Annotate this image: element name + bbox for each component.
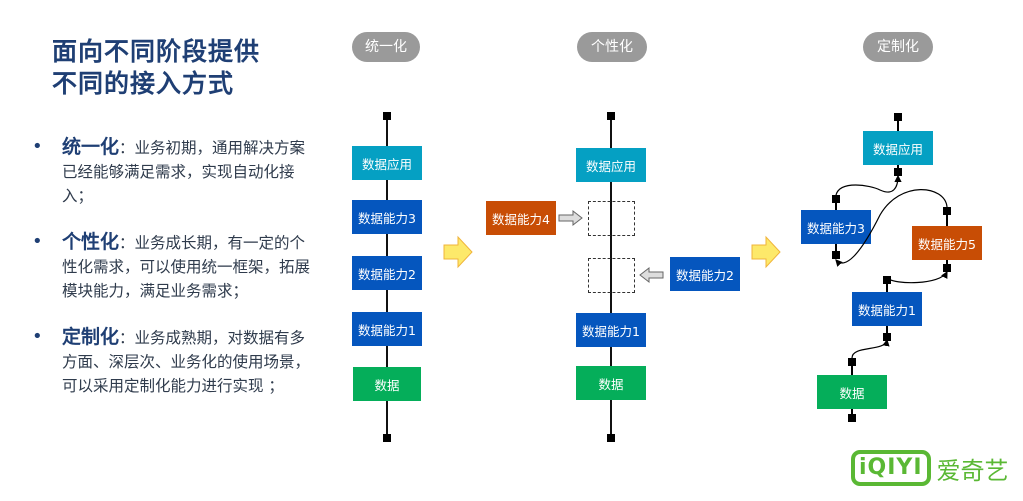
unified-box-cap2: 数据能力2 — [352, 256, 422, 290]
bullet-text: ：业务初期，通用解决方案已经能够满足需求，实现自动化接入； — [62, 139, 306, 205]
bullet-text: ：业务成熟期，对数据有多方面、深层次、业务化的使用场景，可以采用定制化能力进行实… — [62, 329, 311, 395]
personalized-box-app: 数据应用 — [576, 148, 646, 182]
unified-box-app: 数据应用 — [352, 146, 422, 180]
customized-nodes — [832, 113, 951, 422]
customized-box-cap1: 数据能力1 — [852, 292, 922, 326]
unified-bottom-node — [383, 434, 391, 442]
personalized-incoming-right: 数据能力2 — [670, 257, 740, 291]
stage-pill-personalized: 个性化 — [577, 32, 647, 62]
personalized-incoming-left: 数据能力4 — [486, 201, 556, 235]
bullet-dot-icon: • — [32, 136, 43, 157]
bullet-customized: • 定制化：业务成熟期，对数据有多方面、深层次、业务化的使用场景，可以采用定制化… — [30, 325, 320, 398]
personalized-slot-lower — [588, 258, 635, 293]
insert-arrow-right-icon — [558, 209, 583, 227]
insert-arrow-left-icon — [639, 266, 664, 284]
stage-pill-customized: 定制化 — [863, 32, 933, 62]
unified-box-data: 数据 — [353, 367, 421, 401]
personalized-box-data: 数据 — [576, 366, 646, 400]
bullet-dot-icon: • — [32, 326, 43, 347]
bullet-keyword: 定制化 — [62, 326, 120, 348]
bullet-list: • 统一化：业务初期，通用解决方案已经能够满足需求，实现自动化接入； • 个性化… — [30, 135, 320, 420]
page-title: 面向不同阶段提供 不同的接入方式 — [52, 36, 260, 100]
iqiyi-logo: iQIYI 爱奇艺 — [851, 450, 1009, 486]
customized-box-cap5: 数据能力5 — [912, 226, 982, 260]
unified-box-cap1: 数据能力1 — [352, 312, 422, 346]
bullet-keyword: 统一化 — [62, 136, 120, 158]
customized-curves — [835, 174, 948, 359]
bullet-unified: • 统一化：业务初期，通用解决方案已经能够满足需求，实现自动化接入； — [30, 135, 320, 208]
bullet-text: ：业务成长期，有一定的个性化需求，可以使用统一框架，拓展模块能力，满足业务需求； — [62, 234, 311, 300]
personalized-slot-upper — [588, 201, 635, 236]
personalized-axis-line — [610, 116, 612, 438]
title-line-2: 不同的接入方式 — [52, 69, 235, 98]
customized-box-app: 数据应用 — [863, 131, 933, 165]
logo-name: 爱奇艺 — [936, 456, 1009, 485]
customized-box-data: 数据 — [817, 375, 887, 409]
stage-arrow-icon — [751, 235, 781, 269]
customized-box-cap3: 数据能力3 — [801, 210, 871, 244]
stage-pill-unified: 统一化 — [352, 32, 420, 62]
personalized-bottom-node — [607, 434, 615, 442]
logo-mark: iQIYI — [851, 450, 931, 486]
stage-arrow-icon — [443, 235, 473, 269]
customized-stubs — [835, 118, 948, 418]
bullet-keyword: 个性化 — [62, 231, 120, 253]
personalized-box-cap1: 数据能力1 — [576, 313, 646, 347]
unified-top-node — [383, 112, 391, 120]
title-line-1: 面向不同阶段提供 — [52, 37, 261, 66]
bullet-personalized: • 个性化：业务成长期，有一定的个性化需求，可以使用统一框架，拓展模块能力，满足… — [30, 230, 320, 303]
bullet-dot-icon: • — [32, 231, 43, 252]
unified-box-cap3: 数据能力3 — [352, 200, 422, 234]
personalized-top-node — [607, 112, 615, 120]
